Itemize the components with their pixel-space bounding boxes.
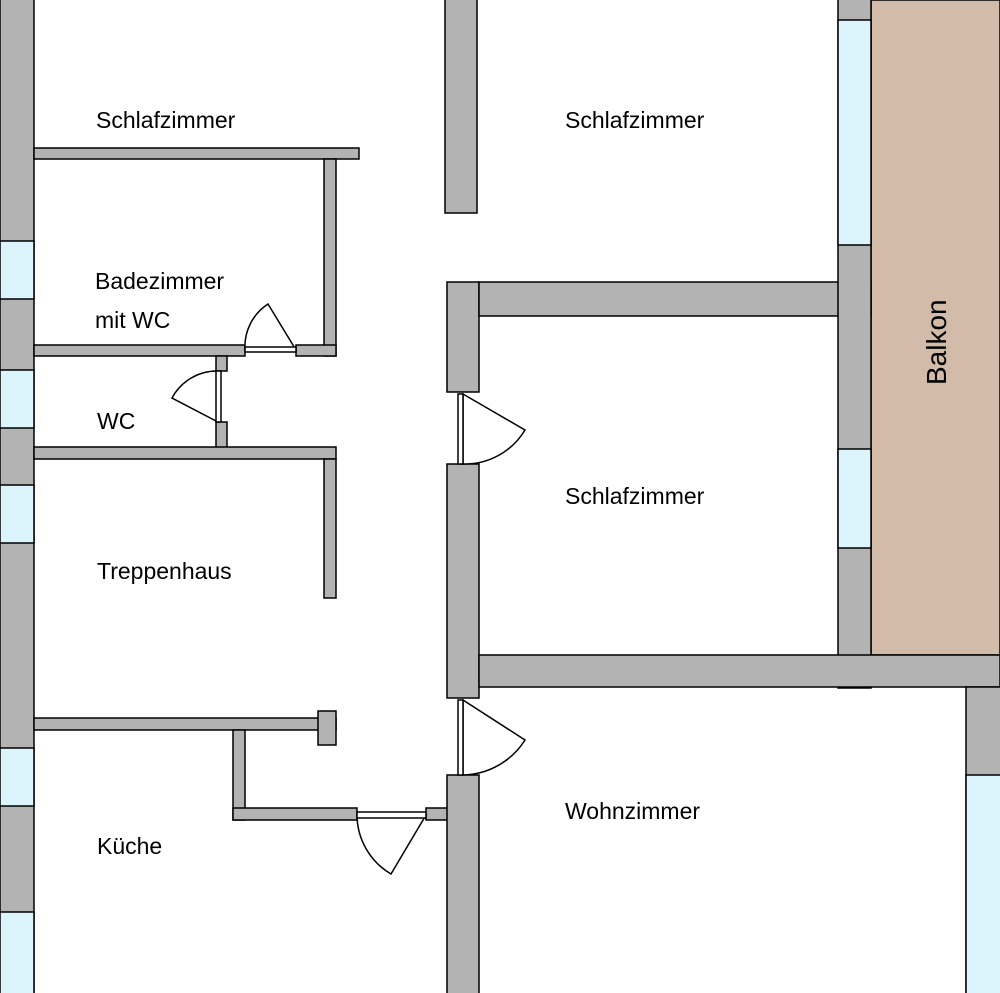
wc-door-leaf <box>215 370 222 423</box>
bathroom-door[interactable] <box>244 302 298 353</box>
bathroom-door-swing <box>244 302 298 351</box>
wall-wc-right-lower <box>215 421 228 449</box>
label-wc: WC <box>97 408 135 434</box>
wall-stairs-kitchen-stub <box>317 710 337 746</box>
bathroom-door-leaf <box>244 346 297 353</box>
window-kitchen-upper <box>0 747 35 807</box>
kitchen-door-swing <box>356 814 428 876</box>
wall-kitchen-inner-stub <box>425 807 449 821</box>
label-badezimmer-line2: mit WC <box>95 307 170 333</box>
window-bedroom-top-right <box>837 19 872 246</box>
wall-central-lower <box>446 774 480 993</box>
wall-bath-right <box>323 158 337 357</box>
label-wohnzimmer: Wohnzimmer <box>565 798 700 824</box>
bedroom-door-swing <box>462 392 527 465</box>
wall-wc-right-upper <box>215 355 228 372</box>
windows <box>0 19 1000 993</box>
living-room-door[interactable] <box>457 698 527 776</box>
wc-door-swing <box>170 370 219 424</box>
window-bath <box>0 240 35 300</box>
window-kitchen-lower <box>0 911 35 993</box>
label-schlafzimmer-top-left: Schlafzimmer <box>96 107 236 133</box>
label-balkon: Balkon <box>921 299 952 385</box>
wall-bedroom-bath <box>33 147 360 160</box>
wall-central-top <box>444 0 478 214</box>
wall-kitchen-inner-horizontal <box>232 807 358 821</box>
wall-wc-stairs <box>33 446 337 460</box>
balcony-area <box>870 0 1000 656</box>
bedroom-door-leaf <box>457 393 464 465</box>
living-room-door-leaf <box>457 699 464 776</box>
kitchen-door[interactable] <box>356 811 428 876</box>
wall-bedroom-living <box>478 654 1000 688</box>
window-bedroom-mid-right <box>837 448 872 549</box>
window-living-room <box>965 774 1000 993</box>
wall-bath-wc-right <box>295 344 337 357</box>
label-schlafzimmer-top-right: Schlafzimmer <box>565 107 705 133</box>
window-stairs <box>0 484 35 544</box>
wall-bath-wc-left <box>33 344 246 357</box>
wall-bedrooms-right <box>478 281 872 317</box>
wall-stairs-kitchen <box>33 717 337 731</box>
wc-door[interactable] <box>170 370 222 424</box>
label-schlafzimmer-mid-right: Schlafzimmer <box>565 483 705 509</box>
kitchen-door-leaf <box>356 811 427 819</box>
living-room-door-swing <box>462 698 527 776</box>
label-badezimmer-line1: Badezimmer <box>95 268 224 294</box>
wall-stairs-right <box>323 458 337 599</box>
label-kueche: Küche <box>97 833 162 859</box>
wall-kitchen-inner-vertical <box>232 729 246 821</box>
wall-central-middle <box>446 463 480 699</box>
label-treppenhaus: Treppenhaus <box>97 558 232 584</box>
wall-central-upper <box>446 281 480 393</box>
bedroom-door[interactable] <box>457 392 527 465</box>
window-wc <box>0 369 35 429</box>
